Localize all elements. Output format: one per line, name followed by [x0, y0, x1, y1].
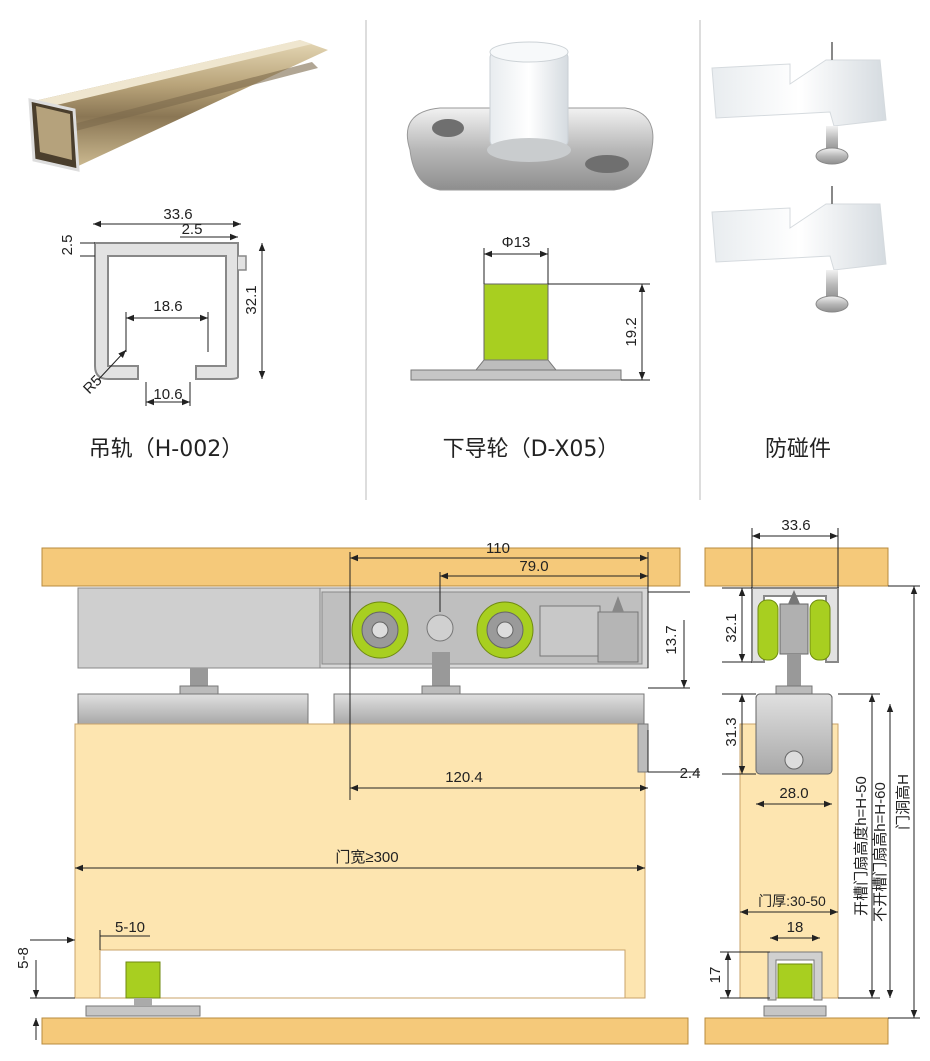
guide-caption: 下导轮（D-X05） [443, 437, 620, 462]
side-dim-carriage-h: 31.3 [723, 717, 740, 746]
guide-product: Φ13 19.2 下导轮（D-X05） [406, 41, 654, 462]
rail-height-label: 32.1 [243, 285, 260, 314]
dim-120-4: 120.4 [445, 769, 483, 786]
side-floor [704, 1017, 889, 1045]
guide-height-label: 19.2 [623, 317, 640, 346]
front-view: 110 79.0 13.7 120.4 2.4 门宽≥300 5-10 5-8 [15, 540, 701, 1045]
side-header-wood [704, 547, 889, 587]
dim-2-4: 2.4 [680, 765, 701, 782]
side-opening-text: 门洞高H [895, 774, 912, 830]
front-wheel-left [351, 601, 409, 659]
guide-drawing: Φ13 19.2 [410, 234, 650, 381]
bumper-photo-top [711, 42, 887, 165]
bumper-product: 防碰件 [711, 42, 887, 462]
side-dim-top: 33.6 [781, 517, 810, 534]
dim-5-8: 5-8 [15, 947, 32, 969]
bumper-photo-bottom [711, 186, 887, 313]
front-wheel-right [476, 601, 534, 659]
side-dim-thickness: 门厚:30-50 [758, 893, 826, 909]
dim-13-7: 13.7 [663, 625, 680, 654]
rail-inner-label: 18.6 [153, 298, 182, 315]
rail-caption: 吊轨（H-002） [89, 437, 243, 462]
front-floor [41, 1017, 689, 1045]
guide-diameter-label: Φ13 [502, 234, 531, 251]
rail-lip-label: 2.5 [182, 221, 203, 238]
front-center-hole [426, 614, 454, 642]
side-noslot-text: 不开槽门扇高h=H-60 [872, 782, 889, 922]
dim-5-10: 5-10 [115, 919, 145, 936]
side-slot-text: 开槽门扇高度h=H-50 [853, 776, 870, 916]
dim-110: 110 [486, 540, 510, 557]
side-dim-rail: 32.1 [723, 613, 740, 642]
dim-79: 79.0 [519, 558, 548, 575]
side-dim-groove-h: 17 [707, 967, 724, 984]
rail-width-label: 33.6 [163, 206, 192, 223]
rail-slot-label: 10.6 [153, 386, 182, 403]
rail-product: 33.6 2.5 2.5 32.1 18.6 10.6 R5 吊轨（H-002） [28, 40, 328, 462]
bumper-caption: 防碰件 [765, 437, 831, 462]
guide-photo [406, 41, 654, 191]
front-header-wood [41, 547, 681, 587]
rail-lip-vertical-label: 2.5 [59, 235, 76, 256]
side-dim-carriage-w: 28.0 [779, 785, 808, 802]
side-view: 33.6 32.1 31.3 28.0 门厚:30-50 18 17 开槽门扇高… [704, 517, 920, 1045]
dim-door-width: 门宽≥300 [335, 849, 398, 866]
rail-profile-drawing: 33.6 2.5 2.5 32.1 18.6 10.6 R5 [59, 206, 266, 406]
rail-photo [28, 40, 328, 172]
side-dim-groove: 18 [787, 919, 804, 936]
